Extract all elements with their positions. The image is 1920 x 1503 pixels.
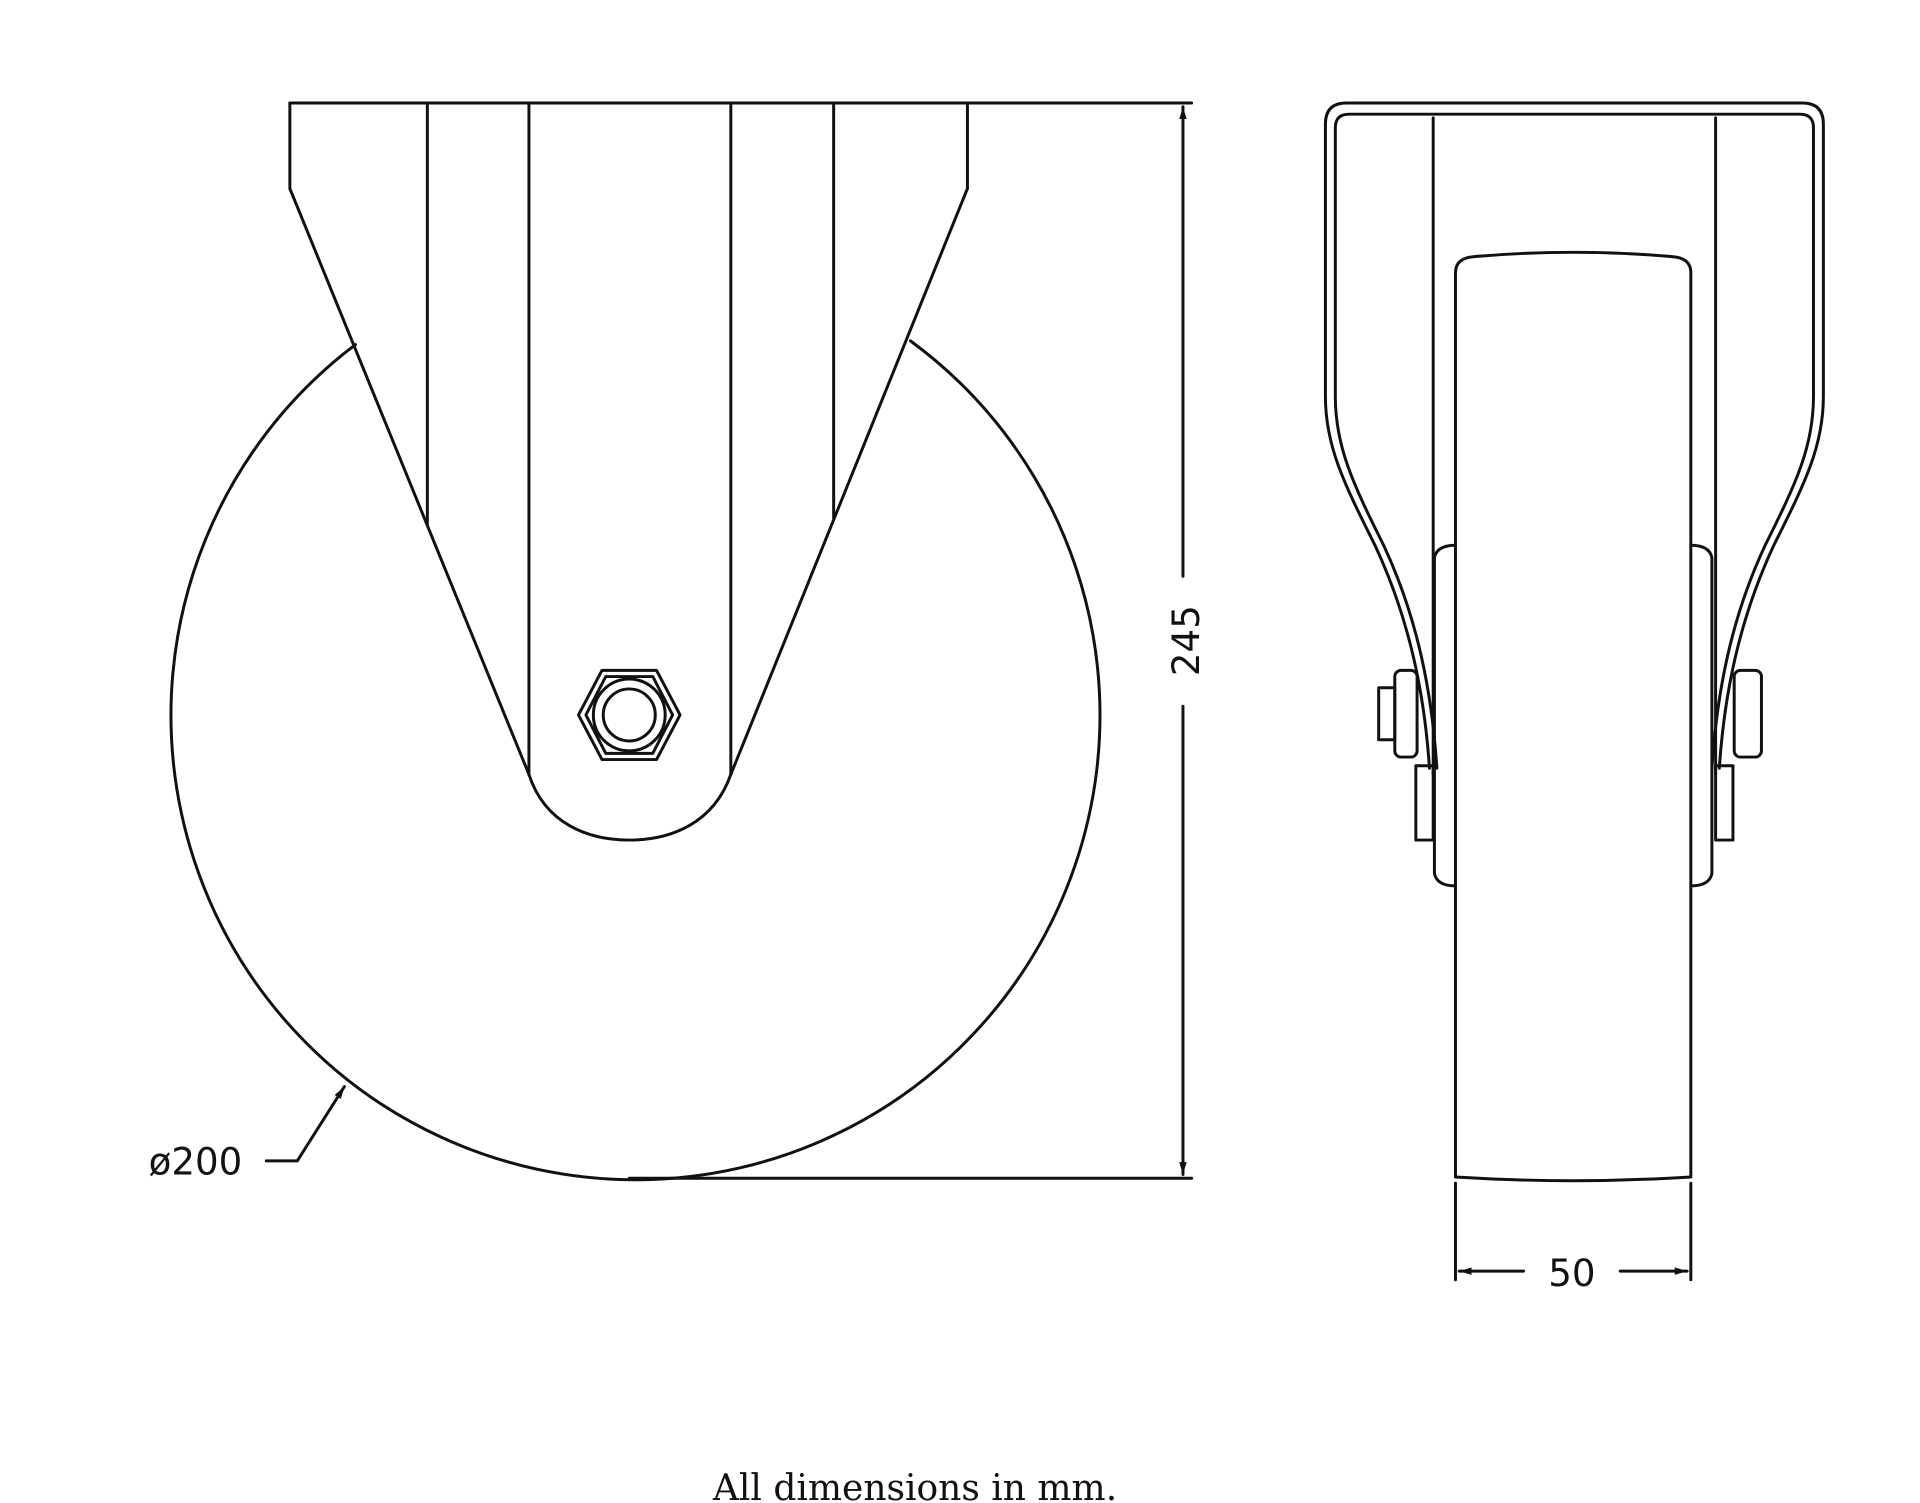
front-view: 50 xyxy=(1323,101,1825,1295)
width-dimension: 50 xyxy=(1453,1181,1693,1295)
fork-bracket xyxy=(288,101,1194,842)
diameter-dimension: ø200 xyxy=(149,1085,346,1184)
footer-note: All dimensions in mm. xyxy=(712,1468,1118,1503)
height-dimension-label: 245 xyxy=(1165,605,1208,676)
height-dimension: 245 xyxy=(1165,105,1208,1177)
axle-nut-right-icon xyxy=(1732,668,1763,759)
wheel-outline xyxy=(169,339,1102,1182)
side-view: 245 ø200 xyxy=(149,101,1208,1184)
wheel-hub xyxy=(1414,543,1735,888)
axle-nut-icon xyxy=(576,668,682,762)
width-dimension-label: 50 xyxy=(1548,1252,1595,1295)
axle-nut-left-icon xyxy=(1377,668,1419,759)
wheel-tread xyxy=(1453,250,1693,1183)
bracket-frame xyxy=(1323,101,1825,776)
diameter-dimension-label: ø200 xyxy=(149,1141,243,1184)
